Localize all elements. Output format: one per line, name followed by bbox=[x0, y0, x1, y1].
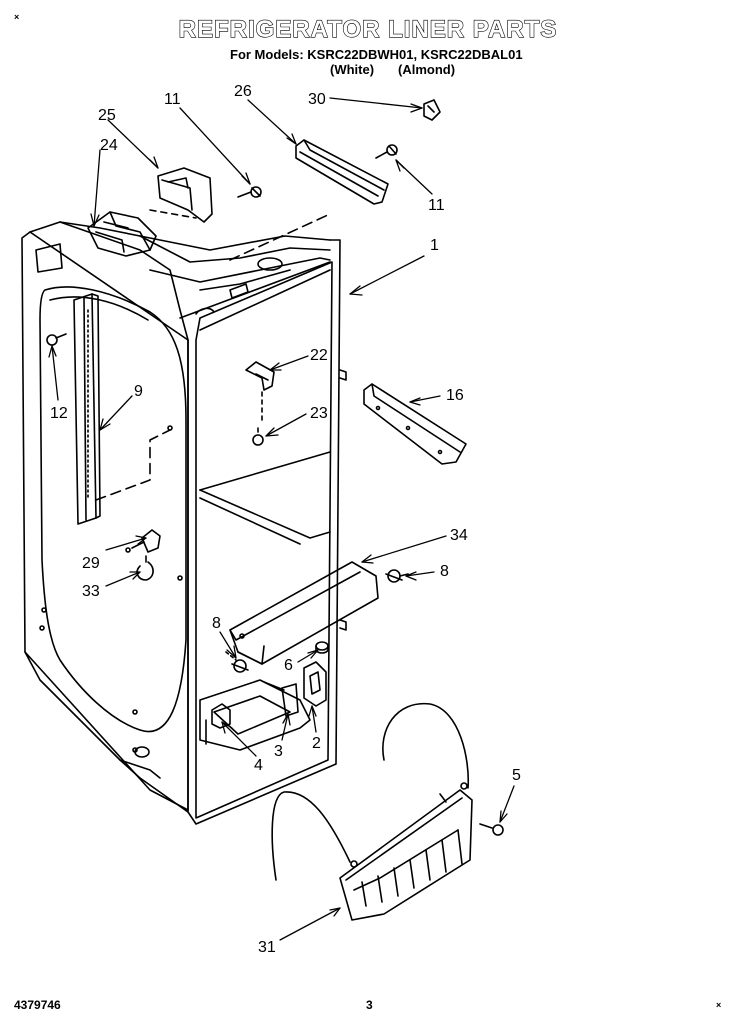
callout-12: 12 bbox=[50, 405, 68, 422]
part-11-screw-b bbox=[375, 144, 398, 159]
callout-8: 8 bbox=[440, 563, 449, 580]
color-almond-label: (Almond) bbox=[398, 62, 456, 77]
part-34-cover bbox=[229, 561, 379, 665]
part-30-clip bbox=[423, 99, 441, 121]
part-8-fastener-a bbox=[385, 569, 409, 583]
models-line: For Models: KSRC22DBWH01, KSRC22DBAL01 bbox=[230, 47, 523, 62]
callout-22: 22 bbox=[310, 347, 328, 364]
part-33-clip bbox=[136, 555, 154, 581]
part-22-bracket bbox=[245, 361, 275, 421]
part-6-cap bbox=[315, 641, 329, 654]
part-3-bracket bbox=[263, 681, 299, 717]
part-2-hinge bbox=[303, 661, 327, 707]
callout-24: 24 bbox=[100, 137, 118, 154]
callout-8: 8 bbox=[212, 615, 221, 632]
part-24-housing bbox=[87, 211, 157, 257]
part-9-channel bbox=[73, 293, 171, 525]
part-12-screw bbox=[46, 333, 67, 346]
liner-cabinet bbox=[21, 221, 347, 825]
callout-29: 29 bbox=[82, 555, 100, 572]
corner-mark: × bbox=[716, 1000, 722, 1010]
callout-34: 34 bbox=[450, 527, 468, 544]
callout-5: 5 bbox=[512, 767, 521, 784]
callout-33: 33 bbox=[82, 583, 100, 600]
part-23-screw bbox=[252, 427, 264, 446]
part-4-plate bbox=[211, 703, 231, 729]
color-white-label: (White) bbox=[330, 62, 375, 77]
part-16-rail bbox=[363, 383, 467, 465]
callout-1: 1 bbox=[430, 237, 439, 254]
part-25-bracket bbox=[149, 167, 213, 223]
part-8-fastener-b bbox=[225, 651, 249, 673]
callout-30: 30 bbox=[308, 91, 326, 108]
part-26-strip bbox=[229, 139, 389, 261]
corner-mark: × bbox=[14, 12, 20, 22]
part-31-crisper bbox=[271, 702, 473, 921]
part-5-screw bbox=[479, 823, 504, 836]
callout-3: 3 bbox=[274, 743, 283, 760]
page-number: 3 bbox=[366, 998, 373, 1012]
callout-23: 23 bbox=[310, 405, 328, 422]
document-number: 4379746 bbox=[14, 998, 61, 1012]
part-11-screw-a bbox=[237, 186, 262, 198]
part-29-connector bbox=[125, 529, 161, 553]
callout-6: 6 bbox=[284, 657, 293, 674]
callout-2: 2 bbox=[312, 735, 321, 752]
callout-11: 11 bbox=[164, 91, 181, 108]
callout-26: 26 bbox=[234, 83, 252, 100]
callout-11: 11 bbox=[428, 197, 445, 214]
callout-25: 25 bbox=[98, 107, 116, 124]
page-title: REFRIGERATOR LINER PARTS bbox=[178, 15, 558, 43]
callout-9: 9 bbox=[134, 383, 143, 400]
callout-16: 16 bbox=[446, 387, 464, 404]
callout-31: 31 bbox=[258, 939, 276, 956]
callout-labels: 1 25 24 11 26 30 11 22 23 16 9 12 34 8 8… bbox=[50, 83, 521, 956]
callout-4: 4 bbox=[254, 757, 263, 774]
